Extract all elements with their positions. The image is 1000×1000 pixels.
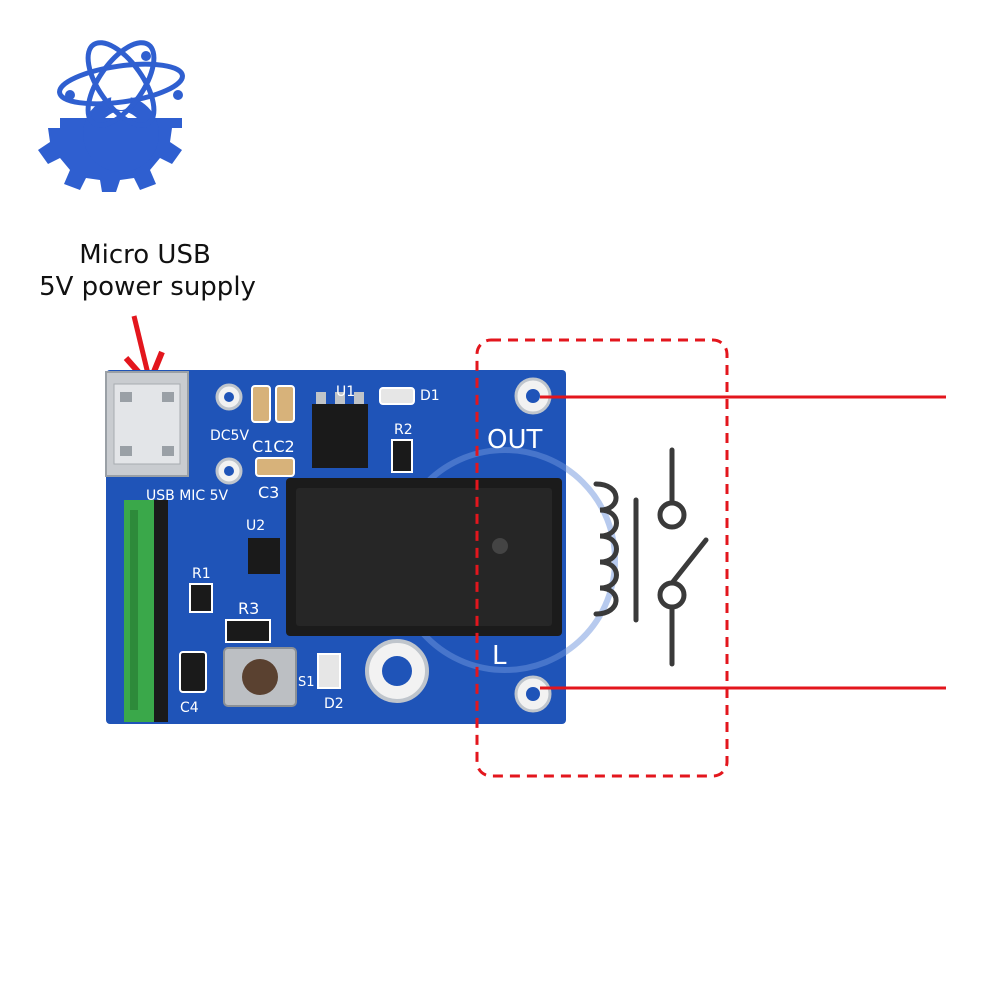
silk-r3: R3 xyxy=(238,599,259,618)
silk-u1: U1 xyxy=(336,384,355,400)
silk-r2: R2 xyxy=(394,422,413,438)
silk-dc5v: DC5V xyxy=(210,428,249,444)
silk-c4: C4 xyxy=(180,700,199,716)
output-dashed-box xyxy=(475,338,729,778)
silk-usb-mic-5v: USB MIC 5V xyxy=(146,488,229,504)
silk-d2: D2 xyxy=(324,696,344,712)
pcb-board: DC5V C1C2 C3 U1 D1 R2 USB MIC 5V U2 R1 R… xyxy=(105,370,618,724)
relay-body xyxy=(286,478,562,636)
terminal-out-label: OUT xyxy=(487,425,542,455)
pin-header xyxy=(124,500,168,722)
push-button-s1 xyxy=(223,647,297,707)
silk-r1: R1 xyxy=(192,566,211,582)
micro-usb-connector xyxy=(105,371,189,477)
silk-c3: C3 xyxy=(258,483,279,502)
silk-c1c2: C1C2 xyxy=(252,437,295,456)
silk-d1: D1 xyxy=(420,388,440,404)
silk-u2: U2 xyxy=(246,518,265,534)
silk-s1: S1 xyxy=(298,675,315,690)
relay-coil-symbol xyxy=(593,481,639,623)
switch-contact-symbol xyxy=(657,447,709,667)
caption-line-2: 5V power supply xyxy=(39,272,256,302)
atom-gear-logo xyxy=(38,40,185,192)
terminal-l-label: L xyxy=(492,641,507,671)
caption-line-1: Micro USB xyxy=(79,240,211,270)
